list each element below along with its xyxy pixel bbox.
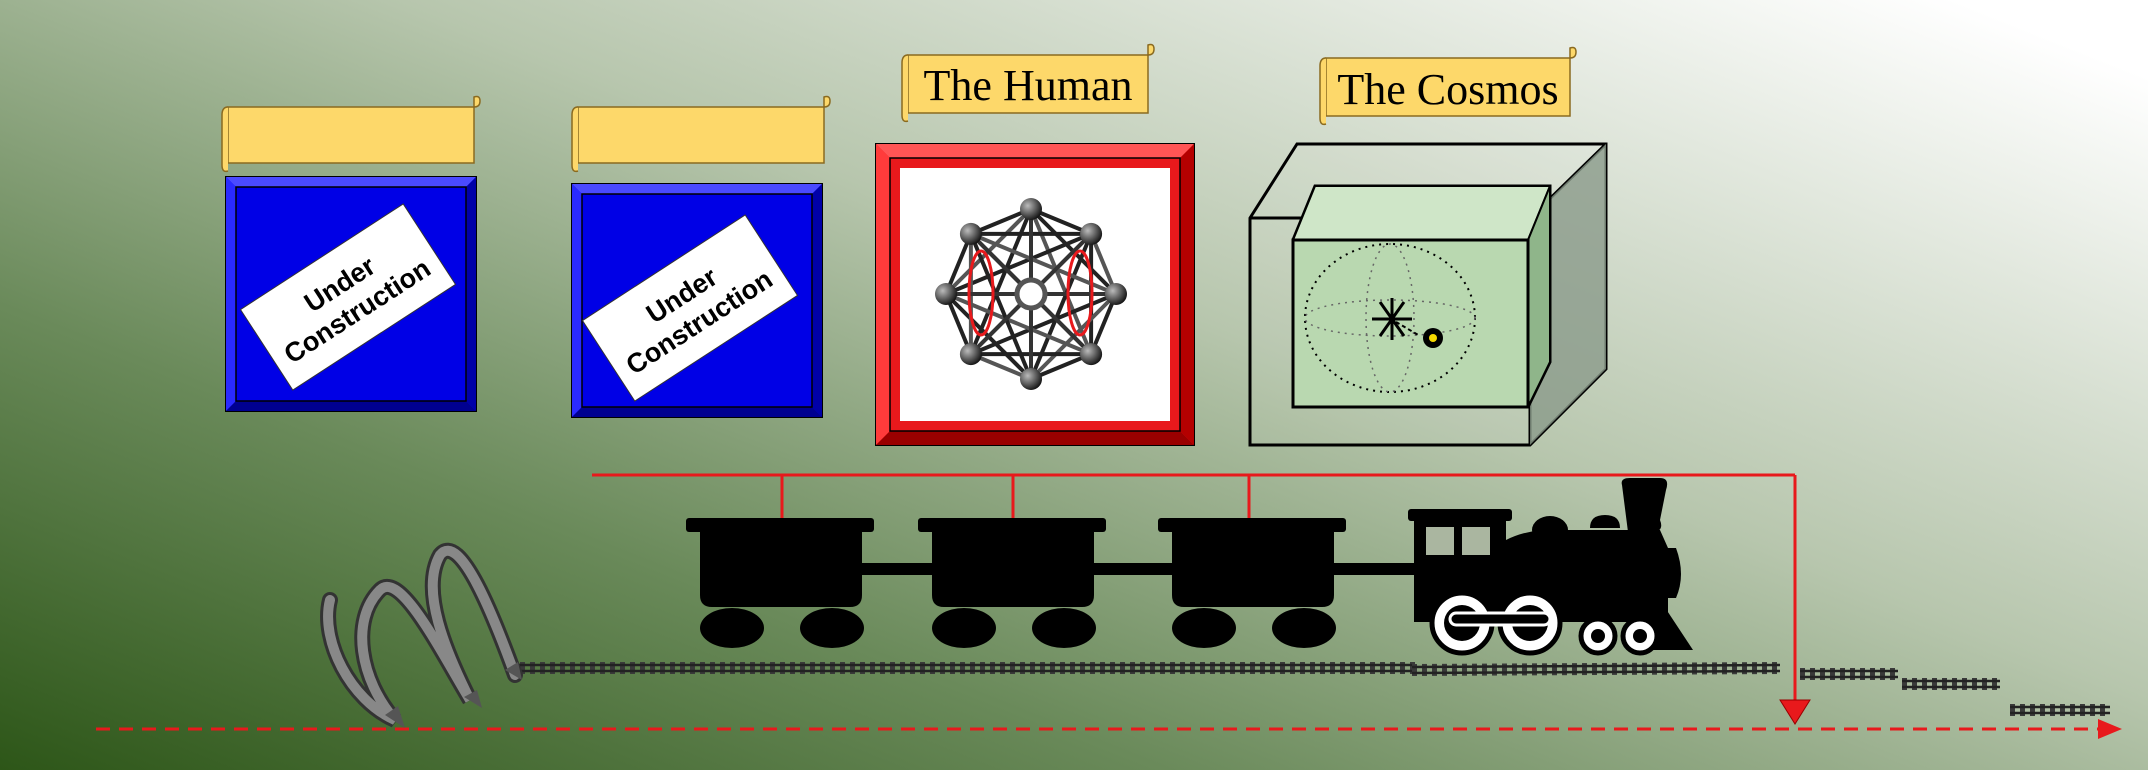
panel-3: The Human	[875, 43, 1195, 446]
track-segment	[1800, 668, 1898, 680]
spiral-icon	[320, 542, 523, 728]
left-red-ellipse	[967, 249, 995, 337]
track-segment	[1411, 662, 1781, 676]
network-node	[1080, 343, 1103, 366]
under-construction-sign-2: Under Construction	[581, 214, 799, 402]
locomotive-icon	[1408, 478, 1693, 656]
network-node	[1080, 222, 1103, 245]
network-node	[1020, 198, 1042, 220]
track-segment	[510, 662, 1415, 674]
panel-3-title-scroll: The Human	[901, 43, 1155, 123]
panel-4-title-scroll: The Cosmos	[1319, 46, 1577, 126]
down-arrowhead	[1779, 699, 1811, 725]
panel-1-title-scroll	[221, 95, 481, 173]
network-center-node	[1014, 277, 1048, 311]
network-edge	[969, 233, 1033, 380]
network-node	[959, 343, 982, 366]
track-segment	[2010, 704, 2110, 716]
network-node	[935, 283, 957, 305]
train-car-2	[918, 518, 1106, 648]
connector-bus	[592, 473, 1797, 700]
panel-1: Under Construction	[221, 95, 481, 412]
panel-4-title: The Cosmos	[1337, 65, 1558, 114]
train	[686, 478, 1693, 656]
network-node	[1105, 283, 1127, 305]
railroad-track	[510, 662, 2110, 716]
right-red-ellipse	[1066, 249, 1094, 337]
track-segment	[1902, 678, 2000, 690]
panel-4: The Cosmos	[1248, 46, 1608, 447]
train-car-1	[686, 518, 874, 648]
network-node	[1020, 368, 1042, 390]
panel-2: Under Construction	[571, 95, 831, 418]
panel-2-frame: Under Construction	[571, 183, 823, 418]
train-car-3	[1158, 518, 1346, 648]
panel-2-title-scroll	[571, 95, 831, 173]
network-graph-icon	[935, 198, 1127, 390]
panel-1-frame: Under Construction	[225, 176, 477, 412]
network-node	[959, 222, 982, 245]
timeline-arrowhead	[2098, 719, 2122, 739]
panel-3-title: The Human	[924, 61, 1133, 110]
nested-cubes-icon	[1248, 142, 1608, 447]
